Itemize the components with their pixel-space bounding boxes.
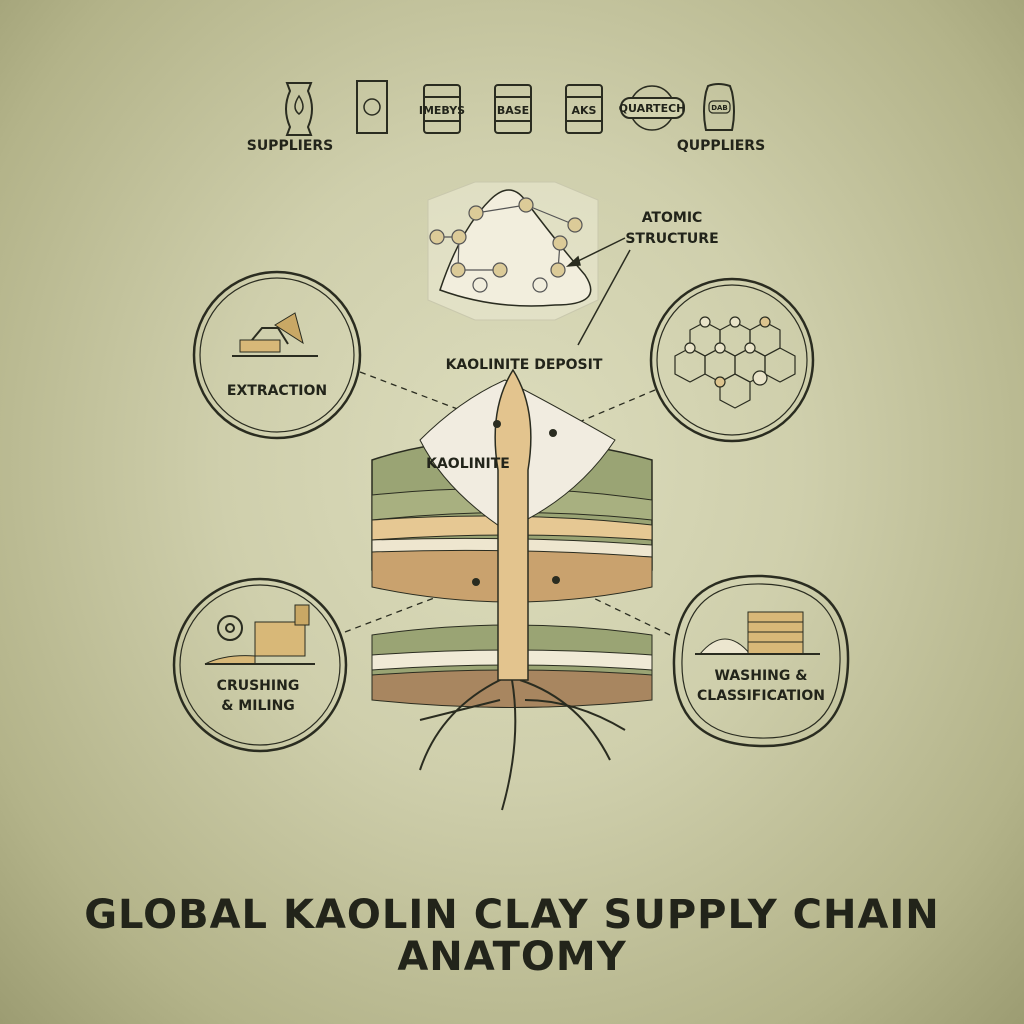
atomic-structure-label-1: ATOMIC [642,210,703,226]
supplier-barrel-label: AKS [572,104,597,117]
atomic-lattice-stage [649,277,815,443]
crusher-machine-icon [204,604,315,665]
supplier-barrel-label: BASE [497,104,529,117]
kaolinite-inner-label: KAOLINITE [426,456,510,472]
supplier-bag-droplet-icon [285,82,313,136]
excavator-icon [232,312,318,357]
supplier-barrel-imebys [423,84,461,134]
supplier-barrel-label: IMEBYS [419,104,465,117]
crushing-label-2: & MILING [221,698,295,714]
extraction-stage: EXTRACTION [192,270,362,440]
hexagon-lattice-icon [674,316,796,409]
title-line-1: GLOBAL KAOLIN CLAY SUPPLY CHAIN [84,892,940,938]
kaolinite-cross-section [371,368,653,811]
washing-label-2: CLASSIFICATION [697,688,825,704]
kaolinite-deposit-label: KAOLINITE DEPOSIT [446,357,603,373]
title-line-2: ANATOMY [397,934,626,980]
supplier-bag-leaf-icon [356,80,388,134]
supplier-sack-label: DAB [711,104,728,112]
supplier-barrel-aks [565,84,603,134]
supplier-sack-icon [703,83,735,131]
supplier-badge-quartech [620,85,685,131]
washing-plant-icon [695,611,820,655]
supplier-badge-label: QUARTECH [619,102,686,115]
crushing-label-1: CRUSHING [217,678,300,694]
atomic-structure-illustration [427,181,599,321]
crushing-milling-stage: CRUSHING & MILING [172,577,348,753]
suppliers-label-right: QUPPLIERS [677,138,765,154]
atomic-arrow [565,237,631,346]
atomic-structure-label-2: STRUCTURE [625,231,718,247]
suppliers-label-left: SUPPLIERS [247,138,334,154]
extraction-label: EXTRACTION [227,383,327,399]
supplier-row: IMEBYS BASE AKS QUARTECH DAB SUPPLIERS Q… [247,80,765,154]
washing-label-1: WASHING & [715,668,808,684]
washing-classification-stage: WASHING & CLASSIFICATION [672,574,850,748]
supplier-barrel-base [494,84,532,134]
